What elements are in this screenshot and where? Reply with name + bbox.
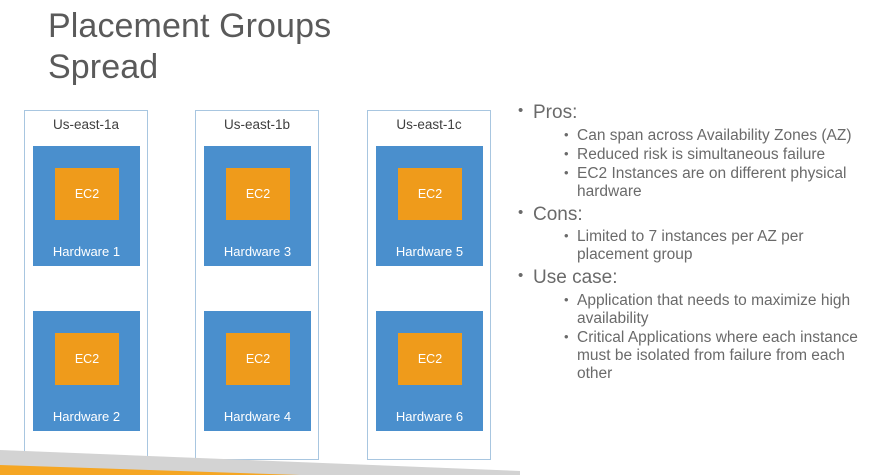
hardware-label: Hardware 2 (52, 409, 121, 424)
bullet-text: EC2 Instances are on different physical … (577, 164, 847, 200)
ec2-label: EC2 (74, 352, 100, 366)
bullet-text: Cons: (533, 203, 583, 225)
bullet-dot-icon: • (518, 203, 524, 221)
ec2-instance-box: EC2 (55, 333, 119, 385)
bullet-dot-icon: • (564, 291, 569, 307)
bullet-text: Pros: (533, 102, 578, 123)
bullet-dot-icon: • (564, 126, 569, 142)
ec2-instance-box: EC2 (398, 168, 462, 220)
bullet-item-level-2: • Limited to 7 instances per AZ per place… (564, 228, 870, 264)
bullet-item-level-1: • Pros: (518, 101, 870, 126)
ec2-label: EC2 (74, 187, 100, 201)
bullet-list: • Pros: • Can span across Availability Zone… (518, 99, 870, 383)
hardware-label: Hardware 3 (223, 244, 292, 259)
bullet-item-level-2: • Application that needs to maximize high… (564, 292, 870, 328)
bullet-dot-icon: • (564, 328, 569, 344)
bullet-dot-icon: • (518, 267, 524, 285)
bullet-item-level-1: • Use case: (518, 266, 870, 291)
bullet-text: Critical Applications where each instanc… (577, 328, 858, 382)
ec2-label: EC2 (417, 187, 443, 201)
ec2-label: EC2 (245, 187, 271, 201)
bullet-text: Can span across Availability Zones (AZ) (577, 126, 852, 144)
hardware-label: Hardware 1 (52, 244, 121, 259)
bullet-dot-icon: • (564, 228, 569, 244)
decor-orange-band (0, 465, 300, 475)
az-label: Us-east-1c (396, 117, 462, 132)
bullet-item-level-2: • Critical Applications where each instan… (564, 329, 870, 383)
hardware-label: Hardware 4 (223, 409, 292, 424)
az-label: Us-east-1b (223, 117, 291, 132)
hardware-label: Hardware 5 (395, 244, 464, 259)
ec2-instance-box: EC2 (398, 333, 462, 385)
hardware-label: Hardware 6 (395, 409, 464, 424)
bullet-dot-icon: • (564, 164, 569, 180)
bullet-dot-icon: • (564, 145, 569, 161)
az-label: Us-east-1a (52, 117, 120, 132)
page-title: Placement Groups Spread (48, 7, 332, 87)
ec2-instance-box: EC2 (226, 168, 290, 220)
ec2-instance-box: EC2 (55, 168, 119, 220)
bullet-text: Limited to 7 instances per AZ per placem… (577, 228, 804, 264)
bullet-item-level-2: • Can span across Availability Zones (AZ) (564, 127, 870, 145)
bullet-item-level-2: • Reduced risk is simultaneous failure (564, 146, 870, 164)
bullet-dot-icon: • (518, 102, 524, 119)
ec2-label: EC2 (245, 352, 271, 366)
bullet-text: Reduced risk is simultaneous failure (577, 145, 826, 163)
bullet-text: Use case: (533, 267, 618, 289)
ec2-label: EC2 (417, 352, 443, 366)
bullet-text: Application that needs to maximize high … (577, 291, 851, 327)
bullet-item-level-1: • Cons: (518, 203, 870, 228)
ec2-instance-box: EC2 (226, 333, 290, 385)
bullet-item-level-2: • EC2 Instances are on different physical… (564, 165, 870, 201)
